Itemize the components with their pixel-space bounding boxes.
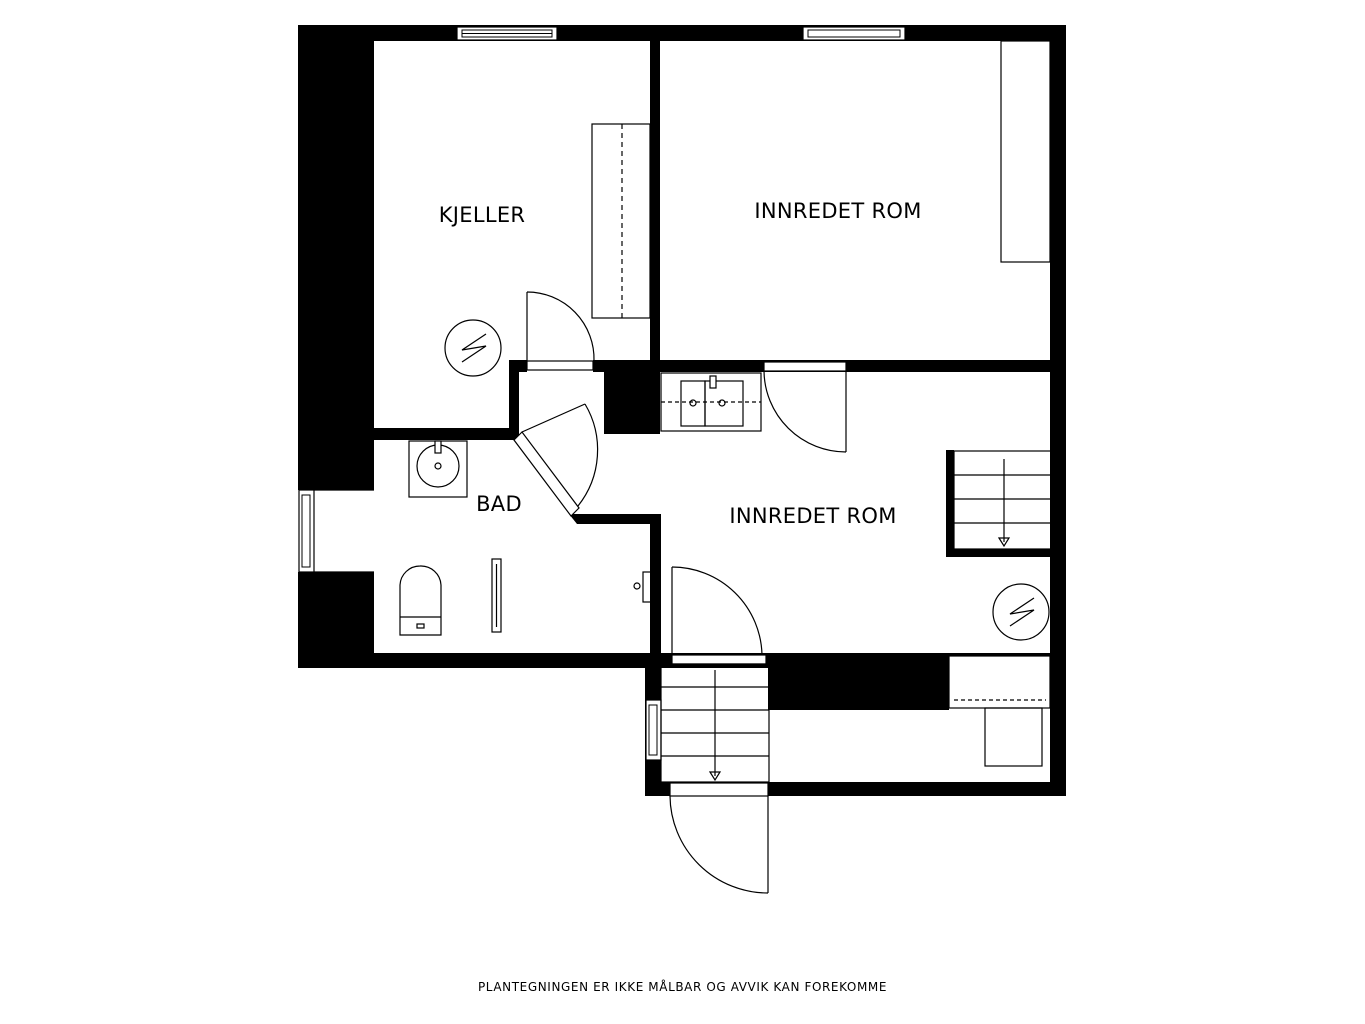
disclaimer-text: PLANTEGNINGEN ER IKKE MÅLBAR OG AVVIK KA… [477, 980, 888, 994]
stairs-icon [660, 663, 770, 783]
sink-icon [408, 440, 468, 498]
toilet-icon [399, 565, 442, 636]
wall-hall-top-left [509, 360, 527, 372]
window-icon [645, 699, 662, 761]
room-label-innredet-rom-top: INNREDET ROM [754, 199, 921, 223]
room-labels: KJELLER INNREDET ROM BAD INNREDET ROM [439, 199, 922, 528]
doors [513, 291, 847, 894]
door-icon [763, 361, 847, 453]
counter [948, 655, 1051, 767]
wall-top [298, 25, 1066, 41]
sink-icon [660, 372, 762, 432]
windows [298, 26, 906, 761]
window-icon [456, 26, 558, 41]
wall-kjeller-right [650, 25, 660, 370]
wardrobe [1000, 40, 1051, 263]
wall-block-lower [768, 653, 949, 710]
electrical-panel-icon [444, 319, 502, 377]
window-icon [298, 489, 374, 573]
wall-stair-enclosure [946, 450, 954, 557]
chimney-block [604, 368, 660, 434]
wall-hall-left [509, 360, 519, 440]
room-label-bad: BAD [476, 492, 522, 516]
electrical-panel-icon [992, 583, 1050, 641]
window-icon [802, 26, 906, 41]
door-icon [526, 291, 595, 371]
wall-bad-diagonal [569, 514, 661, 524]
stairs-icon [953, 450, 1053, 550]
tap-icon [633, 571, 652, 603]
room-label-innredet-rom-main: INNREDET ROM [729, 504, 896, 528]
door-icon [671, 566, 767, 665]
fixtures [399, 40, 1053, 783]
radiator-icon [491, 558, 502, 633]
wall-lower-strip [768, 653, 1050, 659]
room-label-kjeller: KJELLER [439, 203, 526, 227]
wall-right [1050, 25, 1066, 796]
counter [591, 123, 651, 319]
wall-kjeller-bottom [298, 428, 516, 440]
door-icon [513, 403, 599, 517]
door-icon [669, 782, 769, 894]
wall-bad-right [650, 514, 661, 669]
wall-mid-horizontal [650, 360, 1066, 372]
wall-stair-enclosure-bottom [946, 549, 1056, 557]
